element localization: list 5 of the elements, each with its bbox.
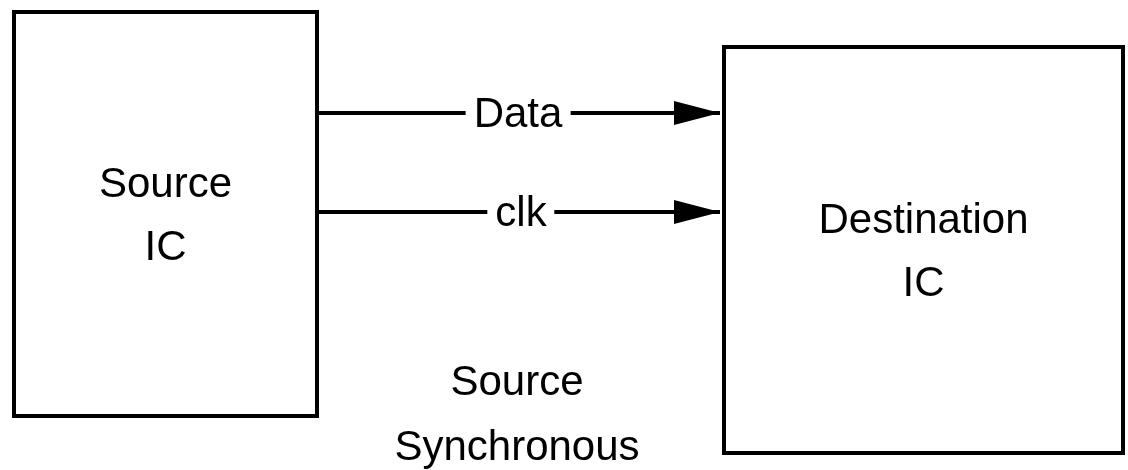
- ic-box: [12, 10, 319, 418]
- ic-box: [722, 45, 1125, 455]
- caption-text: Source Synchronous: [393, 356, 641, 470]
- box-label: Source IC: [98, 158, 233, 271]
- box-label: Destination IC: [818, 194, 1029, 307]
